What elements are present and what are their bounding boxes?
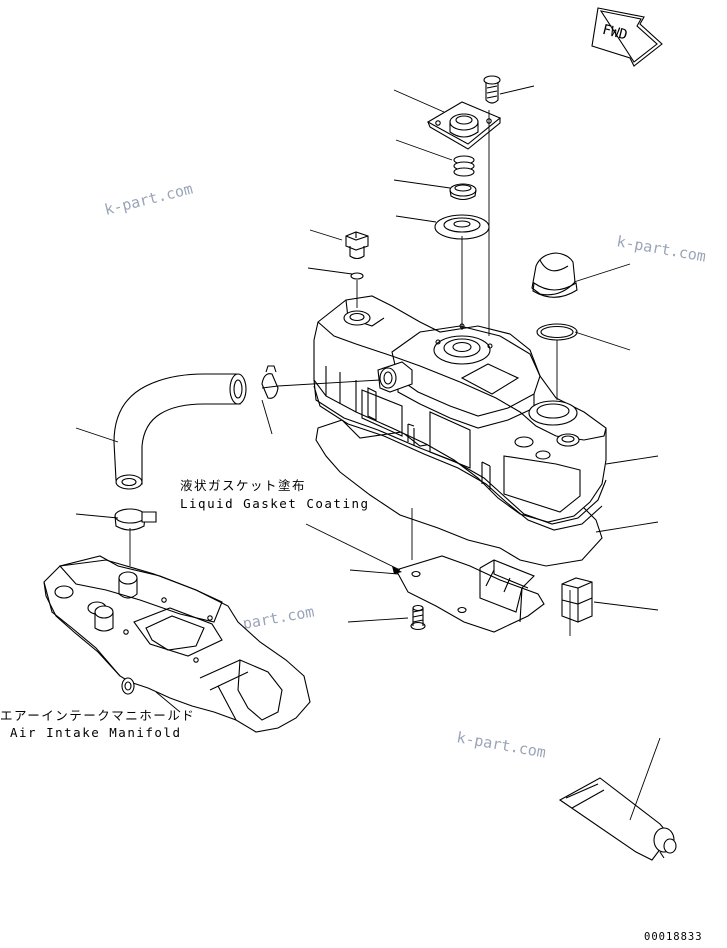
hose-clamp-lower	[114, 508, 157, 531]
leader-lines	[75, 85, 661, 821]
liquid-gasket-tube	[558, 777, 677, 861]
diaphragm	[434, 214, 490, 240]
watermark: k-part.com	[103, 180, 195, 219]
spring	[453, 155, 475, 177]
fwd-arrow: FWD	[591, 7, 663, 67]
hose-clamp-upper	[261, 365, 279, 399]
drawing-number: 00018833	[644, 931, 703, 943]
cover-gasket	[315, 419, 603, 567]
watermark: k-part.com	[615, 232, 707, 265]
filler-o-ring	[536, 323, 578, 341]
rubber-cushion	[561, 577, 593, 623]
cup-washer	[449, 183, 477, 201]
oil-filler-cap	[531, 252, 578, 298]
o-ring-small	[350, 272, 364, 280]
breather-cover-plate	[426, 101, 502, 150]
breather-outlet	[377, 361, 413, 393]
breather-hose	[113, 373, 247, 490]
gasket-label-jp: 液状ガスケット塗布	[180, 478, 306, 493]
bracket-plate	[395, 555, 545, 633]
gasket-label-en: Liquid Gasket Coating	[180, 496, 370, 511]
watermark: k-part.com	[455, 728, 547, 761]
assembly-axes	[129, 110, 571, 636]
bracket-bolt	[410, 604, 426, 631]
cylinder-head-cover	[313, 295, 607, 531]
fwd-text: FWD	[601, 22, 629, 44]
air-intake-manifold	[43, 555, 311, 733]
gasket-arrowhead	[392, 566, 402, 574]
plug-bolt	[345, 231, 369, 260]
manifold-label-jp: エアーインテークマニホールド	[0, 708, 195, 723]
top-bolt	[483, 75, 501, 104]
manifold-label-en: Air Intake Manifold	[10, 725, 182, 740]
